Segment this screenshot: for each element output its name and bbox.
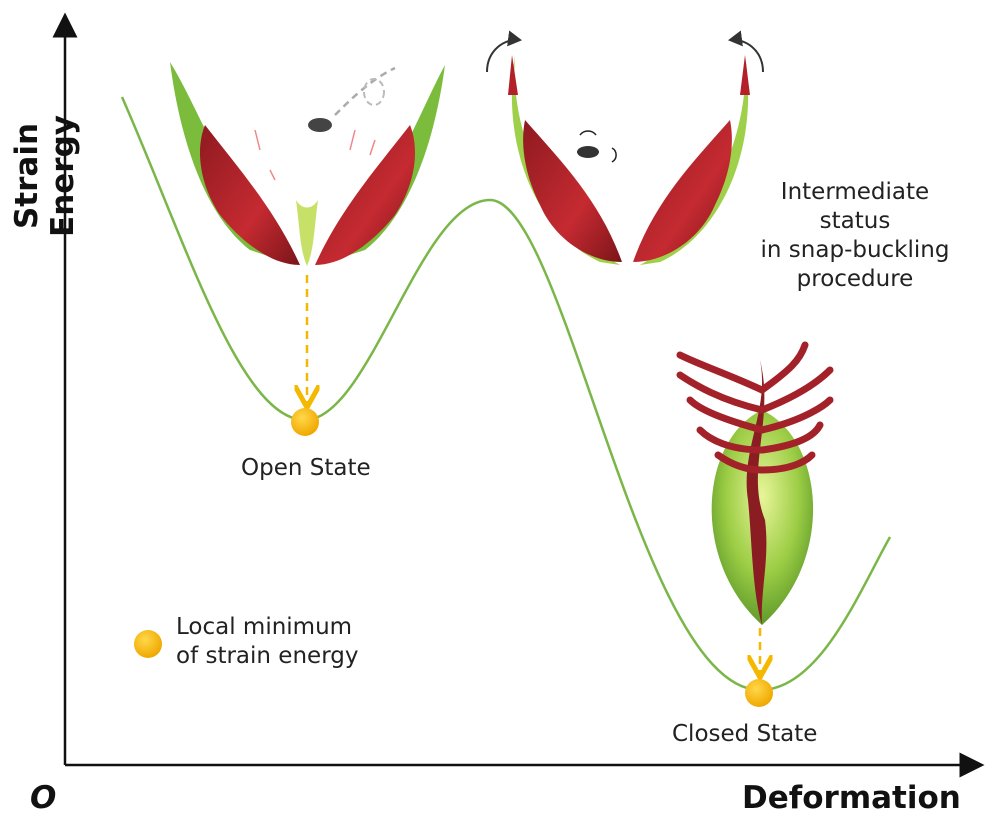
legend-label-line2: of strain energy <box>176 643 359 669</box>
legend-marker <box>134 630 162 658</box>
origin-label: O <box>30 780 57 816</box>
open-state-marker <box>291 408 319 436</box>
legend-label: Local minimum of strain energy <box>176 613 358 671</box>
intermediate-label-line3: procedure <box>796 266 914 292</box>
y-axis-label: Strain Energy <box>9 115 81 237</box>
closed-state-marker <box>745 679 773 707</box>
intermediate-flytrap-illustration <box>486 30 764 265</box>
intermediate-label: Intermediate status in snap-buckling pro… <box>742 178 968 294</box>
intermediate-label-line2: in snap-buckling <box>760 237 950 263</box>
closed-state-label: Closed State <box>672 721 818 747</box>
open-state-label: Open State <box>241 455 371 481</box>
closed-flytrap-illustration <box>676 341 834 625</box>
intermediate-label-line1: Intermediate status <box>780 179 930 234</box>
open-flytrap-illustration <box>170 62 445 266</box>
legend-label-line1: Local minimum <box>176 614 353 640</box>
strain-energy-curve <box>120 96 892 692</box>
x-axis-label: Deformation <box>742 780 961 816</box>
